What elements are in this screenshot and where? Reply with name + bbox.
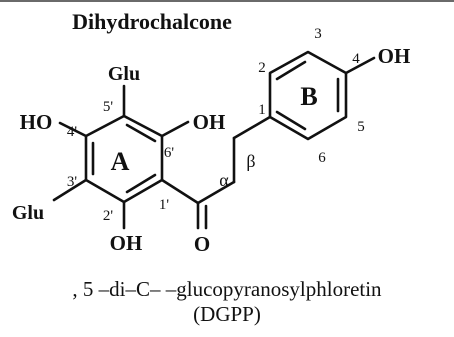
ring-b-label: B bbox=[300, 82, 317, 111]
bond-4prime-oh bbox=[58, 121, 88, 138]
compound-abbreviation-caption: (DGPP) bbox=[193, 302, 261, 326]
position-label-4prime: 4' bbox=[67, 124, 78, 140]
ring-a-double-bond bbox=[125, 123, 157, 143]
compound-name-caption: , 5 –di–C– –glucopyranosylphloretin bbox=[72, 277, 382, 301]
chain-label-beta: β bbox=[246, 151, 255, 171]
bond-4-oh bbox=[344, 56, 376, 75]
position-label-3prime: 3' bbox=[67, 174, 78, 190]
carbonyl-oxygen-label: O bbox=[194, 232, 210, 256]
position-label-6: 6 bbox=[318, 150, 326, 166]
bond-3prime-glu bbox=[52, 178, 88, 202]
ho-4prime-label: HO bbox=[20, 110, 53, 134]
bond-6prime-oh bbox=[160, 120, 190, 138]
oh-6prime-label: OH bbox=[193, 110, 226, 134]
position-label-2: 2 bbox=[258, 60, 266, 76]
diagram-title: Dihydrochalcone bbox=[72, 9, 232, 34]
ring-b-double-bond bbox=[275, 60, 307, 81]
chain-label-alpha: α bbox=[219, 170, 229, 190]
position-label-1prime: 1' bbox=[159, 197, 170, 213]
glu-3prime-label: Glu bbox=[12, 202, 44, 224]
position-label-4: 4 bbox=[352, 51, 360, 67]
position-label-1: 1 bbox=[258, 102, 266, 118]
oh-2prime-label: OH bbox=[110, 231, 143, 255]
ring-a-double-bond bbox=[125, 173, 157, 194]
position-label-6prime: 6' bbox=[164, 145, 175, 161]
bond-carbonyl-alpha bbox=[196, 180, 236, 205]
oh-4-label: OH bbox=[378, 44, 411, 68]
ring-a-label: A bbox=[111, 147, 130, 176]
bond-1prime-carbonyl bbox=[160, 178, 200, 205]
ring-b-double-bond bbox=[275, 110, 307, 131]
glu-5prime-label: Glu bbox=[108, 63, 140, 85]
position-label-3: 3 bbox=[314, 26, 322, 42]
position-label-5prime: 5' bbox=[103, 99, 114, 115]
position-label-2prime: 2' bbox=[103, 208, 114, 224]
position-label-5: 5 bbox=[357, 119, 365, 135]
bond-beta-ring-b bbox=[232, 115, 272, 140]
